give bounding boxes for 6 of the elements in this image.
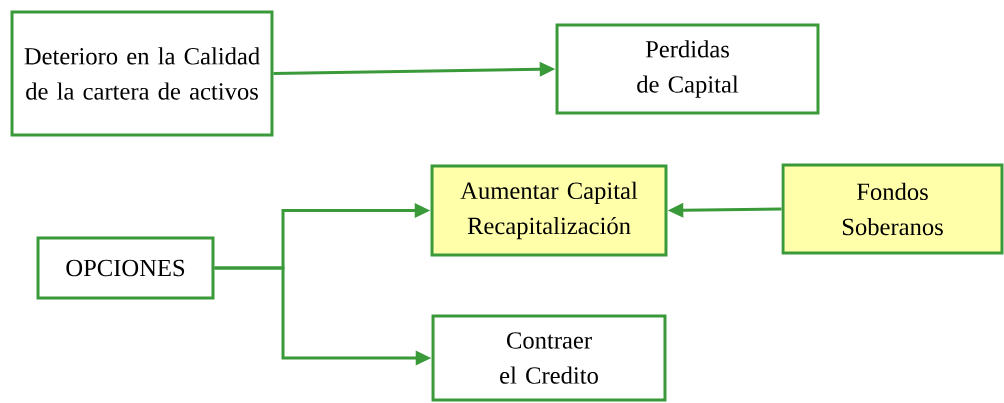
process-box: Perdidas de Capital (555, 23, 820, 115)
process-box: Deterioro en la Calidad de la cartera de activos (10, 10, 274, 137)
process-box: OPCIONES (36, 236, 215, 300)
process-box: Fondos Soberanos (781, 163, 1004, 255)
process-box: Contraer el Credito (431, 314, 667, 402)
process-box: Aumentar Capital Recapitalización (430, 164, 668, 257)
